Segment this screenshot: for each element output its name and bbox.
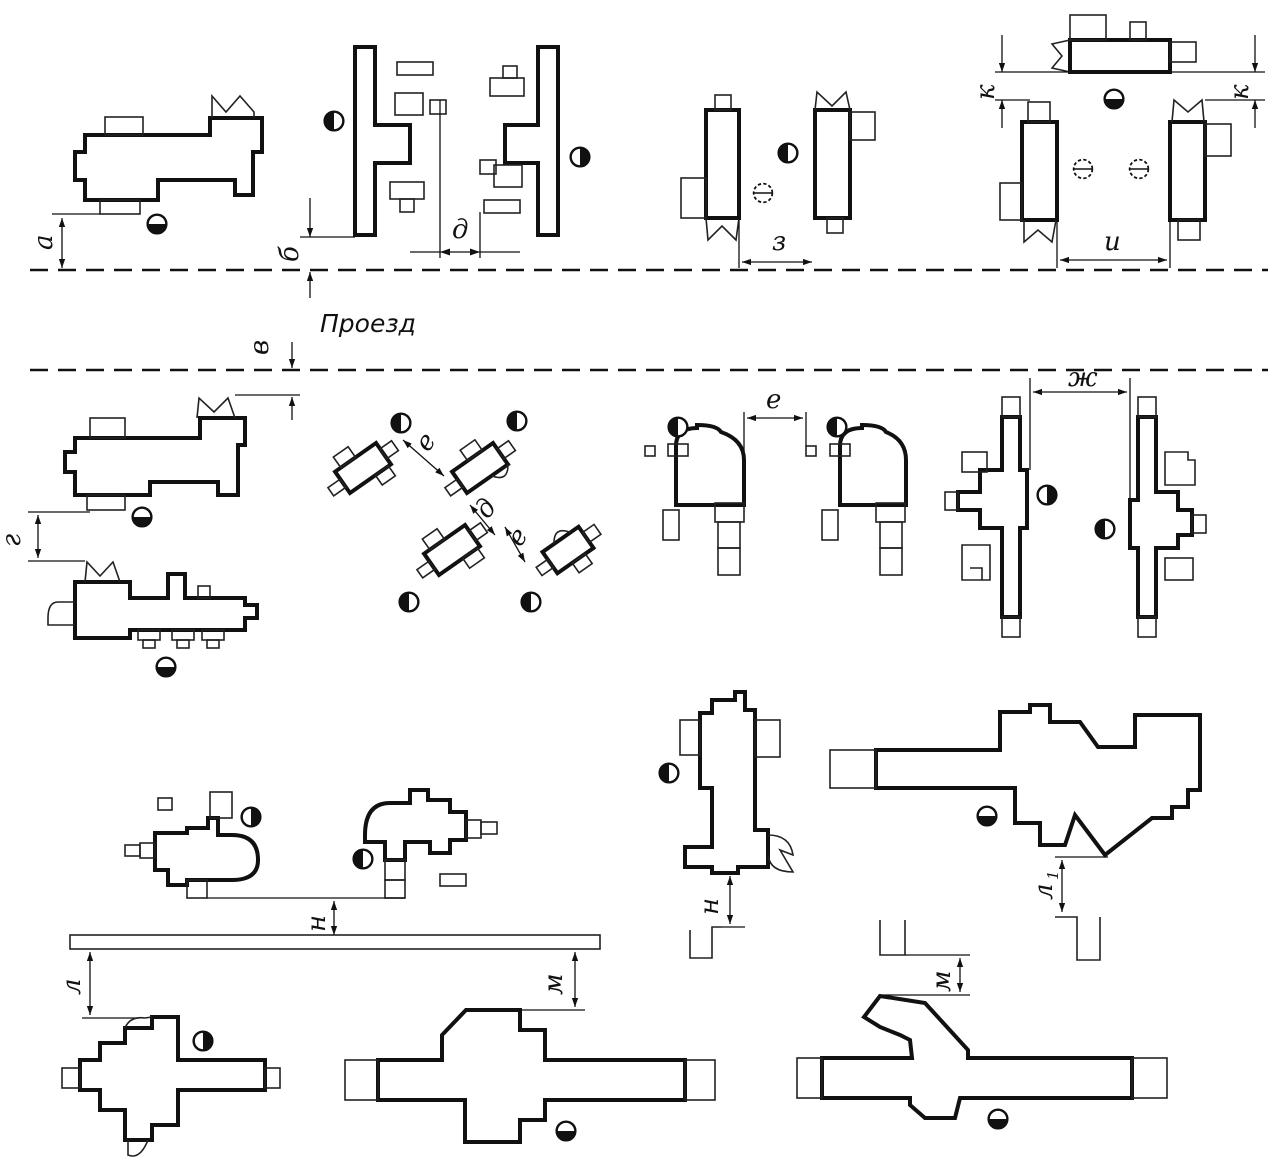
machine-16 <box>805 416 908 576</box>
dimension-a-label: а <box>29 234 59 250</box>
machine-1 <box>73 93 264 235</box>
machine-20 <box>352 788 498 899</box>
machine-11 <box>326 439 400 497</box>
operator-icon <box>398 591 420 613</box>
road-label: Проезд <box>320 309 416 338</box>
operator-icon <box>192 1030 214 1052</box>
dimension-e-mid-label: е <box>766 385 781 415</box>
machine-4 <box>680 94 741 242</box>
dimension-l1-subscript: 1 <box>1044 870 1062 880</box>
machine-24 <box>829 703 1202 858</box>
dimension-e-mid: е <box>743 385 807 460</box>
machine-18 <box>1094 396 1207 638</box>
dimension-k-left-label: к <box>971 84 1001 100</box>
operator-icon <box>131 506 153 528</box>
machine-17 <box>944 396 1058 638</box>
dimension-zh-label: ж <box>1068 363 1098 393</box>
dimension-e-top: е <box>402 427 445 477</box>
machine-12 <box>443 438 517 497</box>
operator-icon <box>155 656 177 678</box>
dimension-d-label: д <box>452 215 468 245</box>
operator-icon <box>569 146 591 168</box>
machine-23 <box>658 690 795 875</box>
dimension-n-left: н <box>207 897 405 935</box>
dimension-d-diag-label: д <box>469 493 503 524</box>
wall <box>69 934 601 950</box>
dimension-zh: ж <box>1029 363 1131 500</box>
operator-icon <box>390 412 412 434</box>
dimension-g-label: г <box>0 534 27 547</box>
operator-icon <box>240 806 262 828</box>
dimension-i: и <box>1056 220 1171 268</box>
dimension-m-right-label: м <box>927 970 957 992</box>
dimension-d: д <box>410 100 520 258</box>
dimension-m-right: м <box>879 920 970 996</box>
machine-2 <box>323 45 447 237</box>
operator-icon <box>1036 484 1058 506</box>
dimension-m-left-label: м <box>539 973 569 995</box>
operator-icon <box>520 591 542 613</box>
machine-15 <box>644 416 746 576</box>
dimension-k-right-label: к <box>1225 84 1255 100</box>
dimension-z: з <box>738 218 812 268</box>
dimension-k-right: к <box>1170 35 1265 128</box>
dimension-i-label: и <box>1104 227 1121 257</box>
machine-19 <box>124 791 262 899</box>
machine-13 <box>415 521 489 579</box>
road: Проезд <box>30 268 1268 372</box>
operator-position-icon <box>752 182 774 204</box>
dimension-n-right-label: н <box>695 898 725 915</box>
dimension-v: в <box>235 340 300 420</box>
machine-5 <box>752 90 876 234</box>
operator-icon <box>987 1108 1009 1130</box>
dimension-g: г <box>0 511 90 562</box>
machine-7 <box>999 101 1059 244</box>
dimension-e-bottom-label: е <box>501 522 534 552</box>
operator-icon <box>1103 88 1125 110</box>
dimension-e-bottom: е <box>501 522 535 563</box>
dimension-e-top-label: е <box>409 427 442 457</box>
machine-22 <box>344 1008 716 1144</box>
dimension-z-label: з <box>772 227 786 257</box>
operator-position-icon <box>1072 158 1094 180</box>
dimension-l: л <box>57 952 140 1019</box>
operator-icon <box>323 110 345 132</box>
operator-position-icon <box>1128 158 1150 180</box>
dimension-l1-label: л <box>1029 883 1059 900</box>
dimension-a: а <box>29 213 100 268</box>
dimension-d-diag: д <box>469 493 503 536</box>
machine-14 <box>535 523 603 577</box>
dimension-m-left: м <box>520 952 585 1011</box>
machine-8 <box>1072 98 1232 241</box>
machine-21 <box>61 1015 281 1157</box>
operator-icon <box>506 410 528 432</box>
operator-icon <box>976 805 998 827</box>
operator-icon <box>667 416 689 438</box>
machine-3 <box>479 45 591 237</box>
operator-icon <box>777 142 799 164</box>
dimension-b-label: б <box>275 246 305 262</box>
machine-9 <box>63 396 247 528</box>
dimension-l-label: л <box>57 978 87 995</box>
dimension-n-right: н <box>689 876 745 959</box>
operator-icon <box>146 213 168 235</box>
dimension-b: б <box>275 198 355 298</box>
dimension-v-label: в <box>245 340 275 355</box>
dimension-l1: л 1 <box>1029 856 1108 961</box>
operator-icon <box>658 762 680 784</box>
machine-6 <box>1050 14 1197 110</box>
operator-icon <box>826 416 848 438</box>
operator-icon <box>555 1120 577 1142</box>
operator-icon <box>352 848 374 870</box>
dimension-k-left: к <box>971 35 1070 128</box>
dimension-n-left-label: н <box>302 915 332 932</box>
operator-icon <box>1094 518 1116 540</box>
machine-10 <box>47 560 259 678</box>
machine-25 <box>796 993 1168 1130</box>
